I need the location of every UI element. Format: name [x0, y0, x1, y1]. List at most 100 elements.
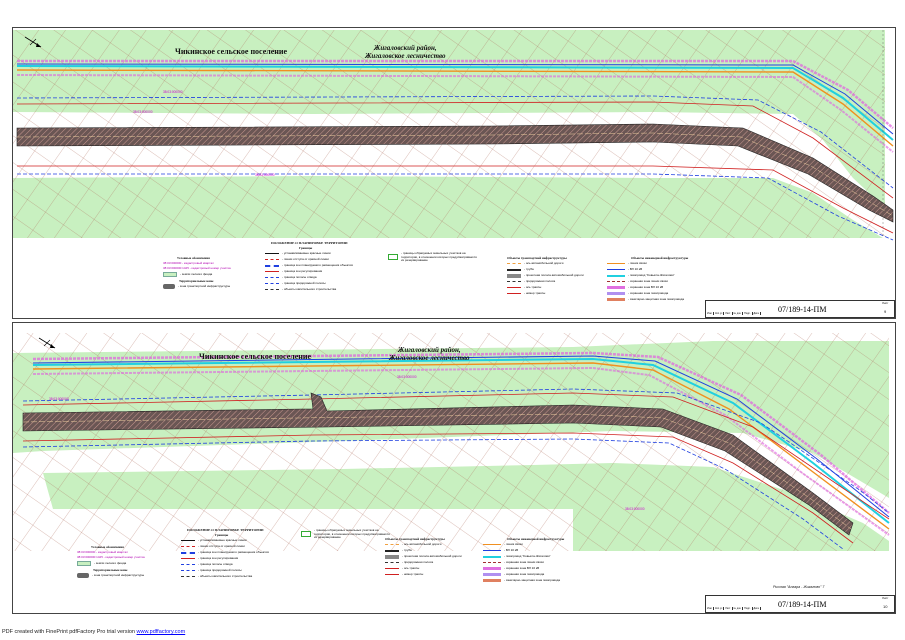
revision-cell: Дата	[753, 312, 761, 315]
line-swatch	[507, 293, 521, 295]
legend-row: - зона транспортной инфраструктуры	[77, 573, 144, 578]
line-swatch	[483, 555, 501, 558]
legend-planning-title: ПОЛОЖЕНИЕ О ПЛАНИРОВКЕ ТЕРРИТОРИИ	[271, 241, 348, 245]
gas-pipeline	[16, 69, 894, 147]
legend-item: - объекты капитального строительства	[198, 574, 253, 578]
transport-zone-swatch	[163, 284, 175, 289]
pipe-icon	[507, 268, 521, 271]
legend-row: - линия связи	[483, 542, 523, 547]
line-swatch	[265, 277, 279, 279]
parcel-label: 38:03:000000	[133, 110, 153, 114]
legend-item: - зона транспортной инфраструктуры	[92, 572, 145, 577]
legend-row: - объекты капитального строительства	[265, 287, 337, 292]
line-swatch	[607, 274, 625, 277]
revision-cell: Дата	[753, 607, 761, 610]
parcel-label: 38:03:000000	[255, 173, 275, 177]
revision-cell: № док.	[733, 607, 744, 610]
legend-row: - придорожная полоса	[385, 560, 433, 565]
legend-row: - граница полосы отвода	[265, 275, 317, 280]
revision-cell: Подп.	[744, 607, 753, 610]
legend-item: - охранная зона ВЛ 10 кВ	[628, 285, 664, 289]
legend-item: - охранная зона газопровода	[628, 291, 669, 295]
sheet-number: 10	[883, 604, 888, 609]
legend-item: - ось трассы	[524, 285, 542, 289]
road-body	[22, 392, 854, 536]
line-swatch	[385, 555, 399, 559]
legend-item: - ось автомобильной дороги	[402, 542, 442, 546]
setback-line-bottom	[22, 438, 844, 550]
line-swatch	[607, 269, 625, 271]
revision-cells: Изм. Кол.уч Лист № док. Подп. Дата	[706, 312, 761, 315]
legend-item: - ось трассы	[402, 566, 420, 570]
line-swatch	[507, 287, 521, 289]
legend-item: - границы образуемых земельных участков …	[401, 251, 477, 263]
protection-zone	[32, 351, 890, 514]
legend-item: - граница полосы отвода	[198, 562, 233, 566]
legend-row: - охранная зона ВЛ 10 кВ	[483, 566, 539, 571]
red-line-bottom	[17, 165, 894, 234]
parcel-swatch	[388, 254, 398, 261]
drawing-sheet-2: Чикинское сельское поселение Жигаловский…	[12, 322, 896, 614]
legend-item: 38:03:000000 - кадастровый квартал	[77, 550, 128, 554]
legend-item: - санитарно-защитная зона газопровода	[504, 578, 561, 582]
legend-item: - устанавливаемые красные линии	[282, 251, 331, 255]
line-swatch	[181, 564, 195, 566]
drawing-sheet-1: Чикинское сельское поселение Жигаловский…	[12, 27, 896, 319]
legend-item: - номер трассы	[524, 291, 546, 295]
line-swatch	[385, 562, 399, 564]
setback-line-top	[16, 95, 894, 189]
line-swatch	[265, 271, 279, 273]
legend-row: - зона транспортной инфраструктуры	[163, 284, 230, 289]
legend-item: - граница придорожной полосы	[282, 281, 326, 285]
legend-item: - проектная полоса автомобильной дороги	[524, 273, 584, 278]
map-canvas-1	[13, 30, 894, 241]
legend-row: - проектная полоса автомобильной дороги	[385, 555, 462, 559]
legend-item: - граница зон планируемого размещения об…	[282, 263, 353, 267]
legend-item: - объекты капитального строительства	[282, 287, 337, 291]
legend-transport-title: Объекты транспортной инфраструктуры	[507, 256, 567, 260]
parcel-swatch	[301, 531, 311, 538]
legend-item: - ВЛ 10 кВ	[504, 548, 519, 552]
legend-row: - линии отступа от красной линии	[265, 257, 329, 262]
line-swatch	[607, 263, 625, 265]
legend-row: - границы образуемых земельных участков …	[301, 528, 391, 540]
revision-cell: № док.	[733, 312, 744, 315]
line-swatch	[385, 544, 399, 546]
legend-row: - номер трассы	[385, 572, 423, 577]
parcel-label: 38:03:000000	[397, 375, 417, 379]
footer-link[interactable]: www.pdffactory.com	[136, 629, 186, 635]
setback-line-bottom	[17, 173, 894, 241]
settlement-label: Чикинское сельское поселение	[199, 352, 312, 361]
legend-row: - газопровод "Ковыкта-Жигалово"	[607, 273, 675, 278]
legend-item: 38:03:000000:1425 - кадастровый номер уч…	[77, 555, 145, 559]
legend-item: - граница зон планируемого размещения об…	[198, 550, 269, 554]
parcel-label: 38:03:000000	[163, 90, 183, 94]
settlement-label: Чикинское сельское поселение	[175, 47, 288, 56]
legend-item: - граница придорожной полосы	[198, 568, 242, 572]
legend-engineering-title: Объекты инженерной инфраструктуры	[507, 537, 565, 541]
legend-row: - ось трассы	[507, 285, 542, 290]
road-axis	[22, 413, 852, 530]
legend-engineering-title: Объекты инженерной инфраструктуры	[631, 256, 689, 260]
parcel-label: 38:03:000000	[625, 507, 645, 511]
legend-item: - линии отступа от красной линии	[282, 257, 329, 261]
legend-row: - охранная зона линии связи	[483, 560, 544, 565]
legend-item: - труба	[524, 267, 534, 271]
line-swatch	[507, 263, 521, 265]
comm-line	[16, 65, 894, 141]
line-swatch	[181, 546, 195, 548]
legend-item: - устанавливаемые красные линии	[198, 538, 247, 542]
transport-zone-swatch	[77, 573, 89, 578]
revision-cell: Кол.уч	[715, 312, 725, 315]
zone-swatch	[607, 292, 625, 296]
line-swatch	[385, 574, 399, 576]
line-swatch	[265, 283, 279, 285]
legend-item: - граница зон регулирования	[198, 556, 239, 560]
legend-item: - граница полосы отвода	[282, 275, 317, 279]
revision-cell: Подп.	[744, 312, 753, 315]
line-swatch	[181, 540, 195, 542]
line-swatch	[181, 576, 195, 578]
legend-row: - объекты капитального строительства	[181, 574, 253, 579]
legend-transport-title: Объекты транспортной инфраструктуры	[385, 537, 445, 541]
legend-row: - границы образуемых земельных участков …	[388, 251, 478, 263]
